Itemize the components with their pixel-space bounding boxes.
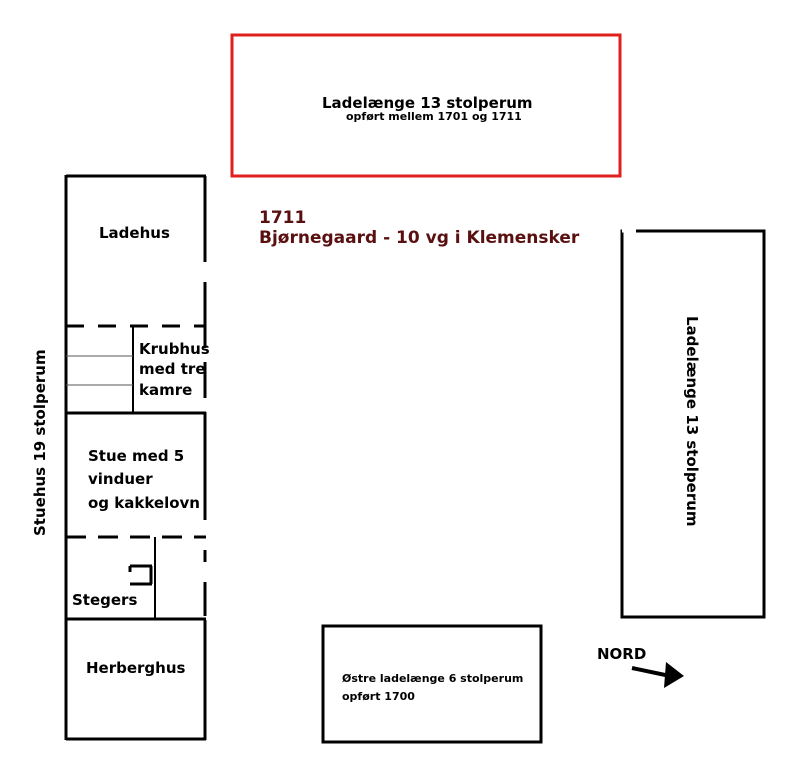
room-stue: Stue med 5 vinduer og kakkelovn — [88, 445, 200, 515]
room-krubhus-line-1: Krubhus — [139, 340, 210, 358]
farmhouse-walls — [64, 174, 207, 741]
room-stue-line-2: vinduer — [88, 470, 153, 489]
south-barn-outline — [321, 624, 543, 744]
room-ladehus: Ladehus — [99, 224, 170, 242]
south-barn-note: opført 1700 — [342, 690, 415, 703]
room-krubhus-line-3: kamre — [139, 380, 193, 399]
room-stegers: Stegers — [72, 591, 138, 609]
north-barn-label: Ladelænge 13 stolperum — [322, 94, 533, 112]
room-stue-line-3: og kakkelovn — [88, 493, 200, 512]
east-barn-outline — [620, 229, 766, 619]
room-herberghus: Herberghus — [86, 659, 186, 677]
north-barn-note: opført mellem 1701 og 1711 — [346, 110, 522, 123]
title-year: 1711 — [259, 208, 307, 228]
arrow-right-icon — [631, 662, 684, 688]
compass-label: NORD — [597, 645, 647, 663]
room-krubhus-line-2: med tre — [139, 360, 206, 379]
room-stue-line-1: Stue med 5 — [88, 447, 185, 465]
room-krubhus: Krubhus med tre kamre — [139, 339, 210, 400]
title-name: Bjørnegaard - 10 vg i Klemensker — [259, 228, 580, 248]
south-barn-label: Østre ladelænge 6 stolperum — [342, 672, 524, 685]
north-barn-outline — [230, 33, 622, 178]
farmhouse-label: Stuehus 19 stolperum — [31, 349, 49, 536]
krubhus-chambers — [66, 355, 133, 386]
east-barn-label: Ladelænge 13 stolperum — [683, 316, 701, 527]
